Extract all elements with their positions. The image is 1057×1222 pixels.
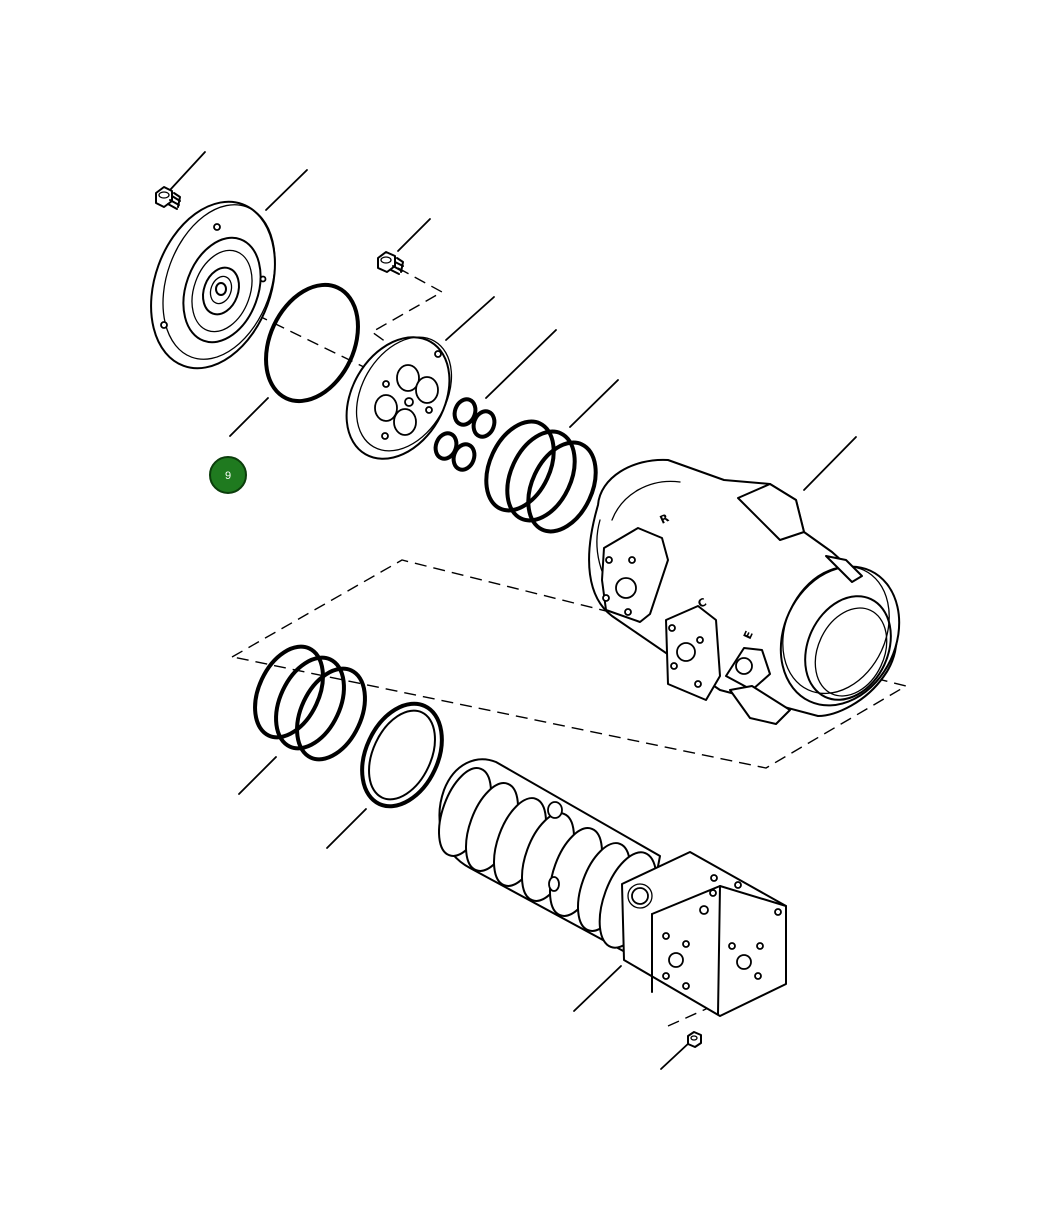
leader-line-housing — [803, 436, 857, 491]
leader-line-large-oring — [229, 397, 269, 437]
leader-line-bolt-top — [169, 151, 206, 191]
leader-line-seal-rings-top — [569, 379, 619, 428]
leader-line-bolt-mid — [397, 218, 431, 252]
leader-line-seal-rings-bottom — [238, 756, 277, 795]
small-o-rings — [433, 397, 497, 472]
plug-screw — [687, 1031, 702, 1048]
port-plate — [345, 336, 453, 460]
seal-rings-upper — [484, 419, 598, 534]
cap-screw-top — [155, 186, 181, 210]
leader-line-rotor — [573, 965, 622, 1012]
cap-screw-middle — [377, 251, 404, 275]
leader-line-end-cover — [265, 169, 308, 211]
seal-rings-lower — [253, 644, 367, 762]
callout-circle[interactable] — [209, 456, 247, 494]
callout-number[interactable]: 9 — [225, 470, 231, 482]
callout-balloon-9[interactable]: 9 — [209, 456, 247, 494]
leader-line-small-orings — [485, 329, 557, 399]
large-o-ring — [264, 282, 360, 404]
swivel-housing: R C E — [588, 458, 901, 725]
leader-line-backup-ring — [326, 808, 367, 849]
leader-line-port-plate — [445, 296, 495, 341]
leader-lines — [169, 151, 857, 1070]
backup-ring — [360, 701, 444, 809]
end-cover — [150, 200, 276, 370]
swivel-rotor — [438, 758, 787, 1017]
leader-line-plug — [660, 1041, 691, 1070]
